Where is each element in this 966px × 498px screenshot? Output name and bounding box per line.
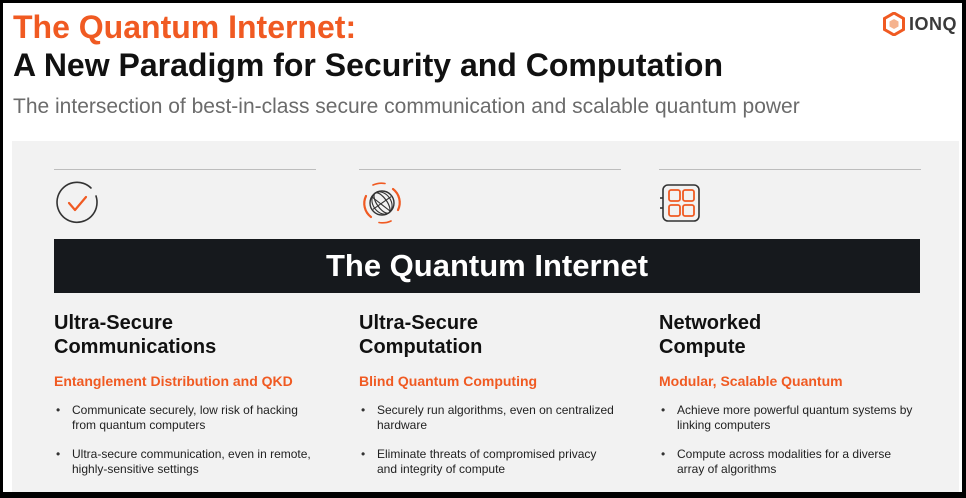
bullet-list: Achieve more powerful quantum systems by… (659, 403, 919, 477)
quantum-internet-banner: The Quantum Internet (54, 239, 920, 293)
title-line-2: A New Paradigm for Security and Computat… (13, 47, 724, 83)
ionq-logo: IONQ (883, 12, 957, 36)
column-subtitle: Blind Quantum Computing (359, 373, 538, 389)
column-networked-compute: Networked Compute Modular, Scalable Quan… (659, 311, 919, 491)
banner-title: The Quantum Internet (325, 248, 649, 283)
column-title-line-2: Computation (359, 336, 483, 358)
modular-grid-icon (660, 184, 700, 222)
column-divider-2 (359, 169, 621, 170)
bullet-item: Eliminate threats of compromised privacy… (359, 447, 619, 477)
globe-orbit-icon (363, 182, 401, 224)
column-communications: Ultra-Secure Communications Entanglement… (54, 311, 314, 491)
column-title-line-1: Ultra-Secure (359, 312, 478, 334)
logo-text: IONQ (909, 13, 958, 34)
bullet-list: Securely run algorithms, even on central… (359, 403, 619, 477)
column-title-line-2: Communications (54, 336, 217, 358)
column-title: Ultra-Secure Communications (54, 311, 314, 359)
bullet-item: Communicate securely, low risk of hackin… (54, 403, 314, 433)
column-divider-3 (659, 169, 921, 170)
column-title: Ultra-Secure Computation (359, 311, 619, 359)
hexagon-logo-icon (883, 12, 905, 36)
column-computation: Ultra-Secure Computation Blind Quantum C… (359, 311, 619, 491)
title-line-1: The Quantum Internet: (13, 9, 357, 45)
column-title-line-2: Compute (659, 336, 746, 358)
bullet-item: Compute across modalities for a diverse … (659, 447, 919, 477)
bullet-item: Achieve more powerful quantum systems by… (659, 403, 919, 433)
content-panel: The Quantum Internet Ultra-Secure Commun… (12, 141, 959, 492)
bullet-list: Communicate securely, low risk of hackin… (54, 403, 314, 477)
column-title-line-1: Networked (659, 312, 762, 334)
slide-subtitle: The intersection of best-in-class secure… (13, 95, 800, 118)
checkmark-circle-icon (56, 181, 98, 224)
bullet-item: Ultra-secure communication, even in remo… (54, 447, 314, 477)
column-title-line-1: Ultra-Secure (54, 312, 173, 334)
column-divider-1 (54, 169, 316, 170)
column-subtitle: Entanglement Distribution and QKD (54, 373, 293, 389)
column-subtitle: Modular, Scalable Quantum (659, 373, 843, 389)
slide: The Quantum Internet: A New Paradigm for… (3, 3, 962, 492)
column-title: Networked Compute (659, 311, 919, 359)
bullet-item: Securely run algorithms, even on central… (359, 403, 619, 433)
